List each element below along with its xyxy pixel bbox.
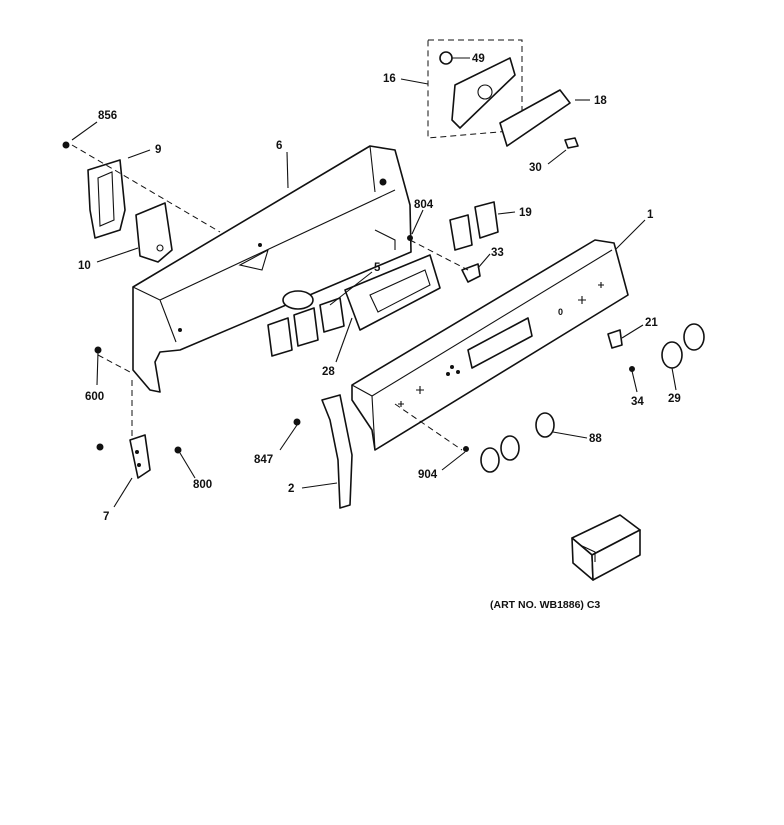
- panel-marking-0: 0: [558, 307, 563, 317]
- callout-33: 33: [491, 247, 504, 259]
- callout-1: 1: [647, 209, 654, 221]
- callout-10: 10: [78, 260, 91, 272]
- callout-18: 18: [594, 95, 607, 107]
- callout-16: 16: [383, 73, 396, 85]
- callout-labels: 856 9 10 6 16 49 18 30 804 19 1 33 5 28 …: [78, 53, 681, 523]
- callout-804: 804: [414, 199, 434, 211]
- callout-2: 2: [288, 483, 294, 495]
- callout-5: 5: [374, 262, 381, 274]
- callout-29: 29: [668, 393, 681, 405]
- callout-847: 847: [254, 454, 273, 466]
- callout-7: 7: [103, 511, 109, 523]
- clip-21: [607, 329, 623, 349]
- switches-19: [449, 201, 499, 251]
- module-28: [344, 254, 441, 331]
- side-bracket-10: [135, 202, 173, 263]
- art-number: (ART NO. WB1886) C3: [490, 599, 600, 611]
- switches-5: [267, 290, 345, 357]
- callout-30: 30: [529, 162, 542, 174]
- callout-9: 9: [155, 144, 161, 156]
- left-bracket-9: [87, 159, 126, 239]
- callout-856: 856: [98, 110, 117, 122]
- knobs-88: [480, 412, 555, 473]
- front-control-panel: 0: [351, 239, 629, 451]
- callout-800: 800: [193, 479, 212, 491]
- callout-34: 34: [631, 396, 644, 408]
- module-box-16: [427, 39, 523, 139]
- knobs-29: [661, 323, 705, 369]
- glass-18: [499, 89, 571, 147]
- callout-904: 904: [418, 469, 438, 481]
- callout-21: 21: [645, 317, 658, 329]
- callout-49: 49: [472, 53, 485, 65]
- callout-19: 19: [519, 207, 532, 219]
- callout-600: 600: [85, 391, 104, 403]
- parts-carton-icon: [571, 514, 641, 581]
- end-bracket-2: [321, 394, 353, 509]
- back-panel-housing: [132, 145, 412, 393]
- leader-lines: [71, 57, 677, 508]
- clip-33: [461, 263, 481, 283]
- screw-30: [564, 137, 579, 149]
- callout-88: 88: [589, 433, 602, 445]
- callout-28: 28: [322, 366, 335, 378]
- mount-bracket-7: [129, 434, 151, 479]
- callout-6: 6: [276, 140, 282, 152]
